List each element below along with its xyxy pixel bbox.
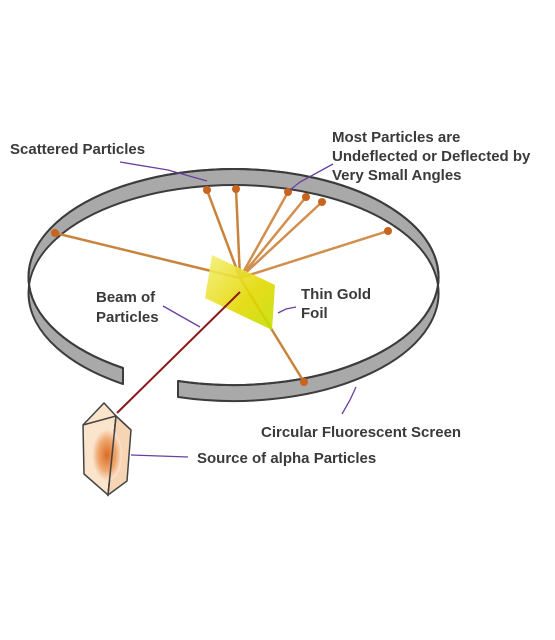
labels: Scattered Particles Most Particles are U… xyxy=(10,129,531,467)
label-most-particles-line2: Undeflected or Deflected by xyxy=(332,148,531,165)
alpha-beam xyxy=(116,291,241,414)
hit-dot xyxy=(384,227,392,235)
label-beam-line2: Particles xyxy=(96,309,159,326)
particle-tracks xyxy=(53,187,390,384)
source-glow xyxy=(92,429,122,481)
hit-dot xyxy=(51,229,59,237)
label-foil-line1: Thin Gold xyxy=(301,286,371,303)
track-scattered-back xyxy=(53,231,242,280)
label-most-particles-line1: Most Particles are xyxy=(332,129,460,146)
alpha-source xyxy=(82,401,132,497)
pointer-lines xyxy=(119,161,357,458)
label-foil-line2: Foil xyxy=(301,305,328,322)
pointer-beam xyxy=(162,305,201,328)
label-beam-line1: Beam of xyxy=(96,289,156,306)
pointer-foil xyxy=(277,306,297,314)
screen-hits xyxy=(51,185,392,386)
pointer-scattered xyxy=(119,161,208,182)
track-forward-right xyxy=(238,229,390,280)
track-upper-2 xyxy=(234,187,242,280)
label-most-particles-line3: Very Small Angles xyxy=(332,167,462,184)
hit-dot xyxy=(318,198,326,206)
track-forward-3 xyxy=(238,200,324,280)
label-alpha-source: Source of alpha Particles xyxy=(197,450,376,467)
track-forward-1 xyxy=(238,190,290,280)
source-edge xyxy=(107,415,117,496)
pointer-most xyxy=(289,163,334,191)
hit-dot xyxy=(232,185,240,193)
hit-dot xyxy=(302,193,310,201)
hit-dot xyxy=(203,186,211,194)
track-forward-2 xyxy=(238,195,308,280)
track-upper-1 xyxy=(205,188,242,280)
screen-ring-inner-edge xyxy=(27,168,440,387)
pointer-source xyxy=(130,454,189,458)
pointer-screen xyxy=(341,386,357,415)
label-fluorescent-screen: Circular Fluorescent Screen xyxy=(261,424,461,441)
label-scattered-particles: Scattered Particles xyxy=(10,141,145,158)
fluorescent-screen xyxy=(27,168,440,403)
hit-dot xyxy=(300,378,308,386)
